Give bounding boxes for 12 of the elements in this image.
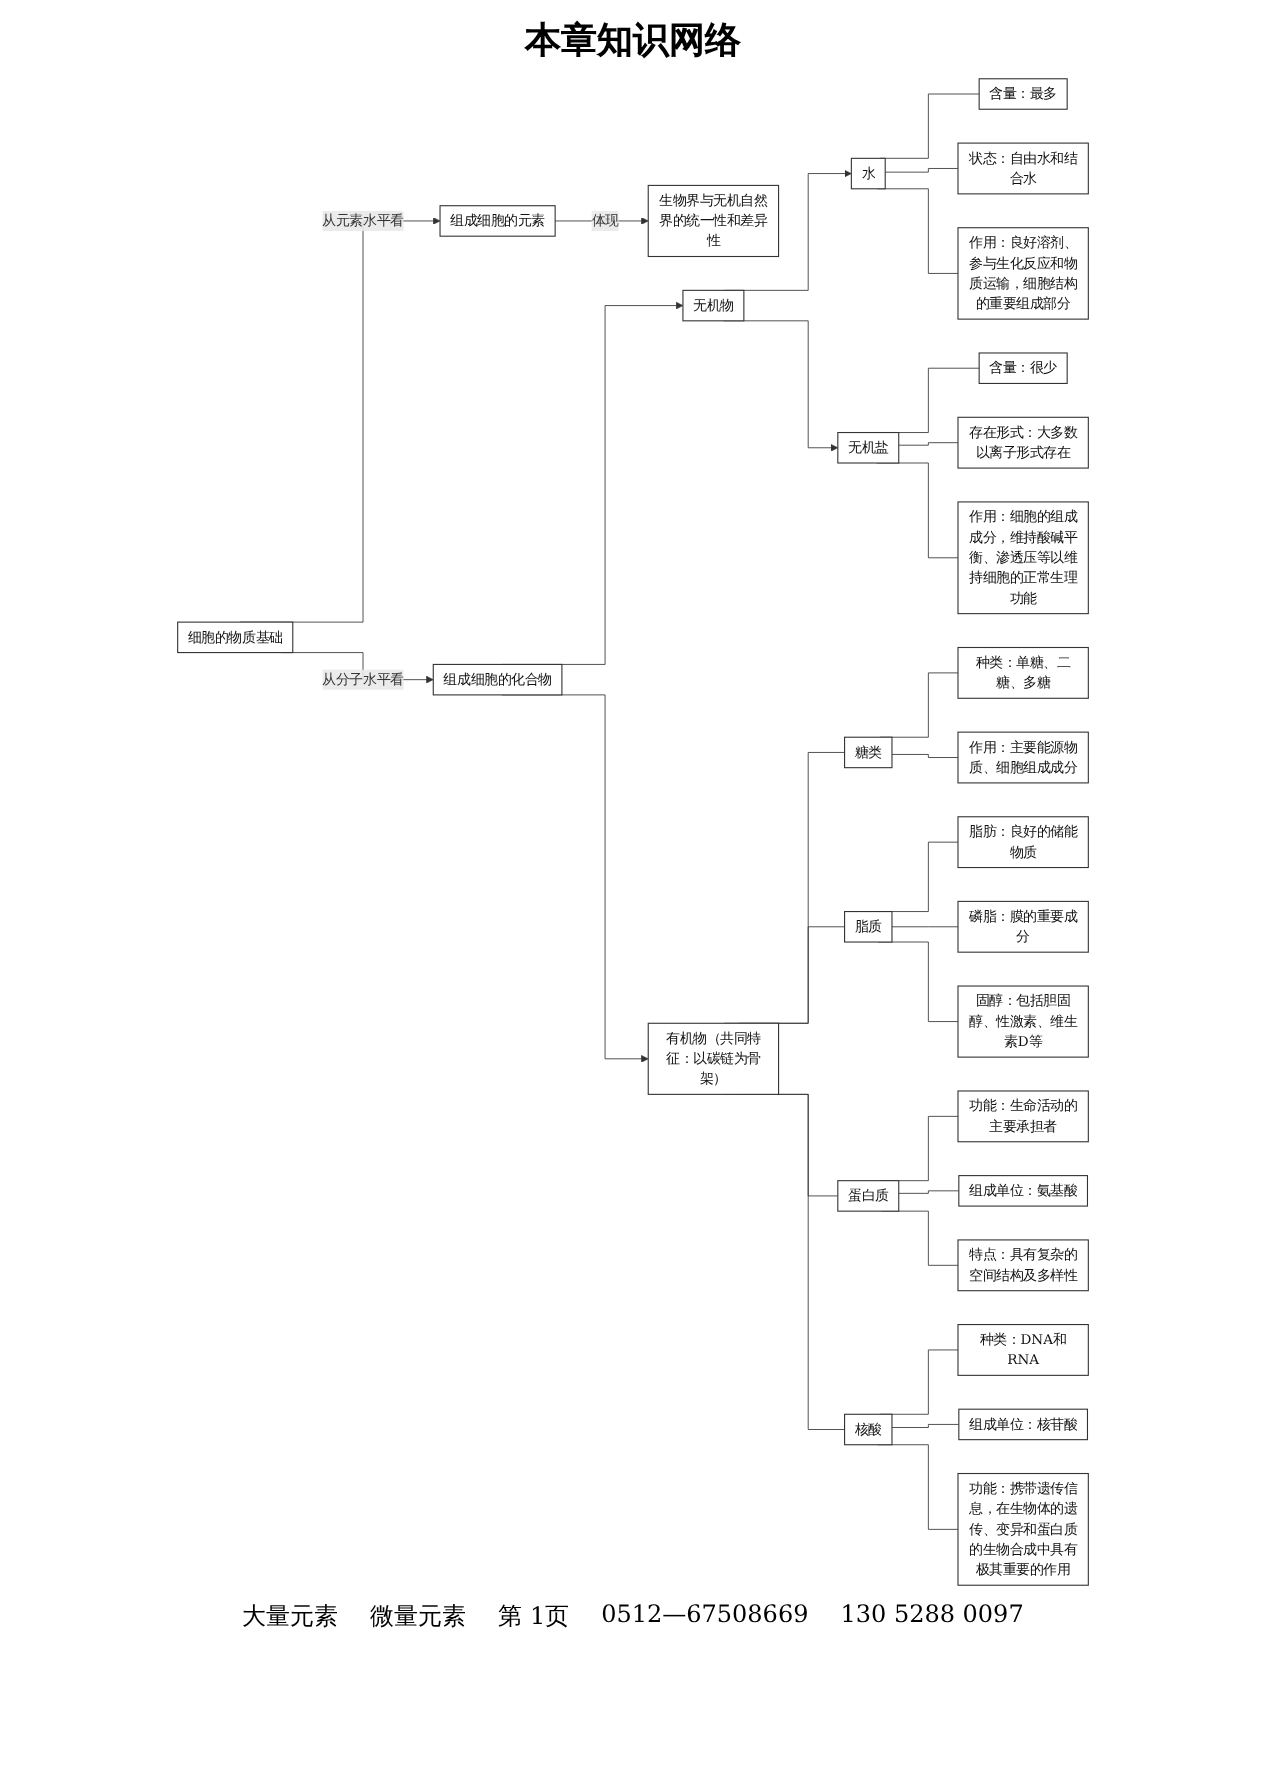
note-text: 第 1页 <box>498 1600 570 1634</box>
connector <box>891 754 959 758</box>
title: 本章知识网络 <box>522 18 743 64</box>
note-text: 130 5288 0097 <box>840 1600 1024 1632</box>
connector <box>891 1424 960 1428</box>
note-text: 微量元素 <box>370 1600 467 1634</box>
note-text: 0512—67508669 <box>601 1600 809 1632</box>
connector <box>891 926 959 928</box>
connector <box>884 168 959 173</box>
note-text: 大量元素 <box>242 1600 339 1634</box>
connector <box>898 1190 960 1194</box>
connector <box>898 442 959 446</box>
